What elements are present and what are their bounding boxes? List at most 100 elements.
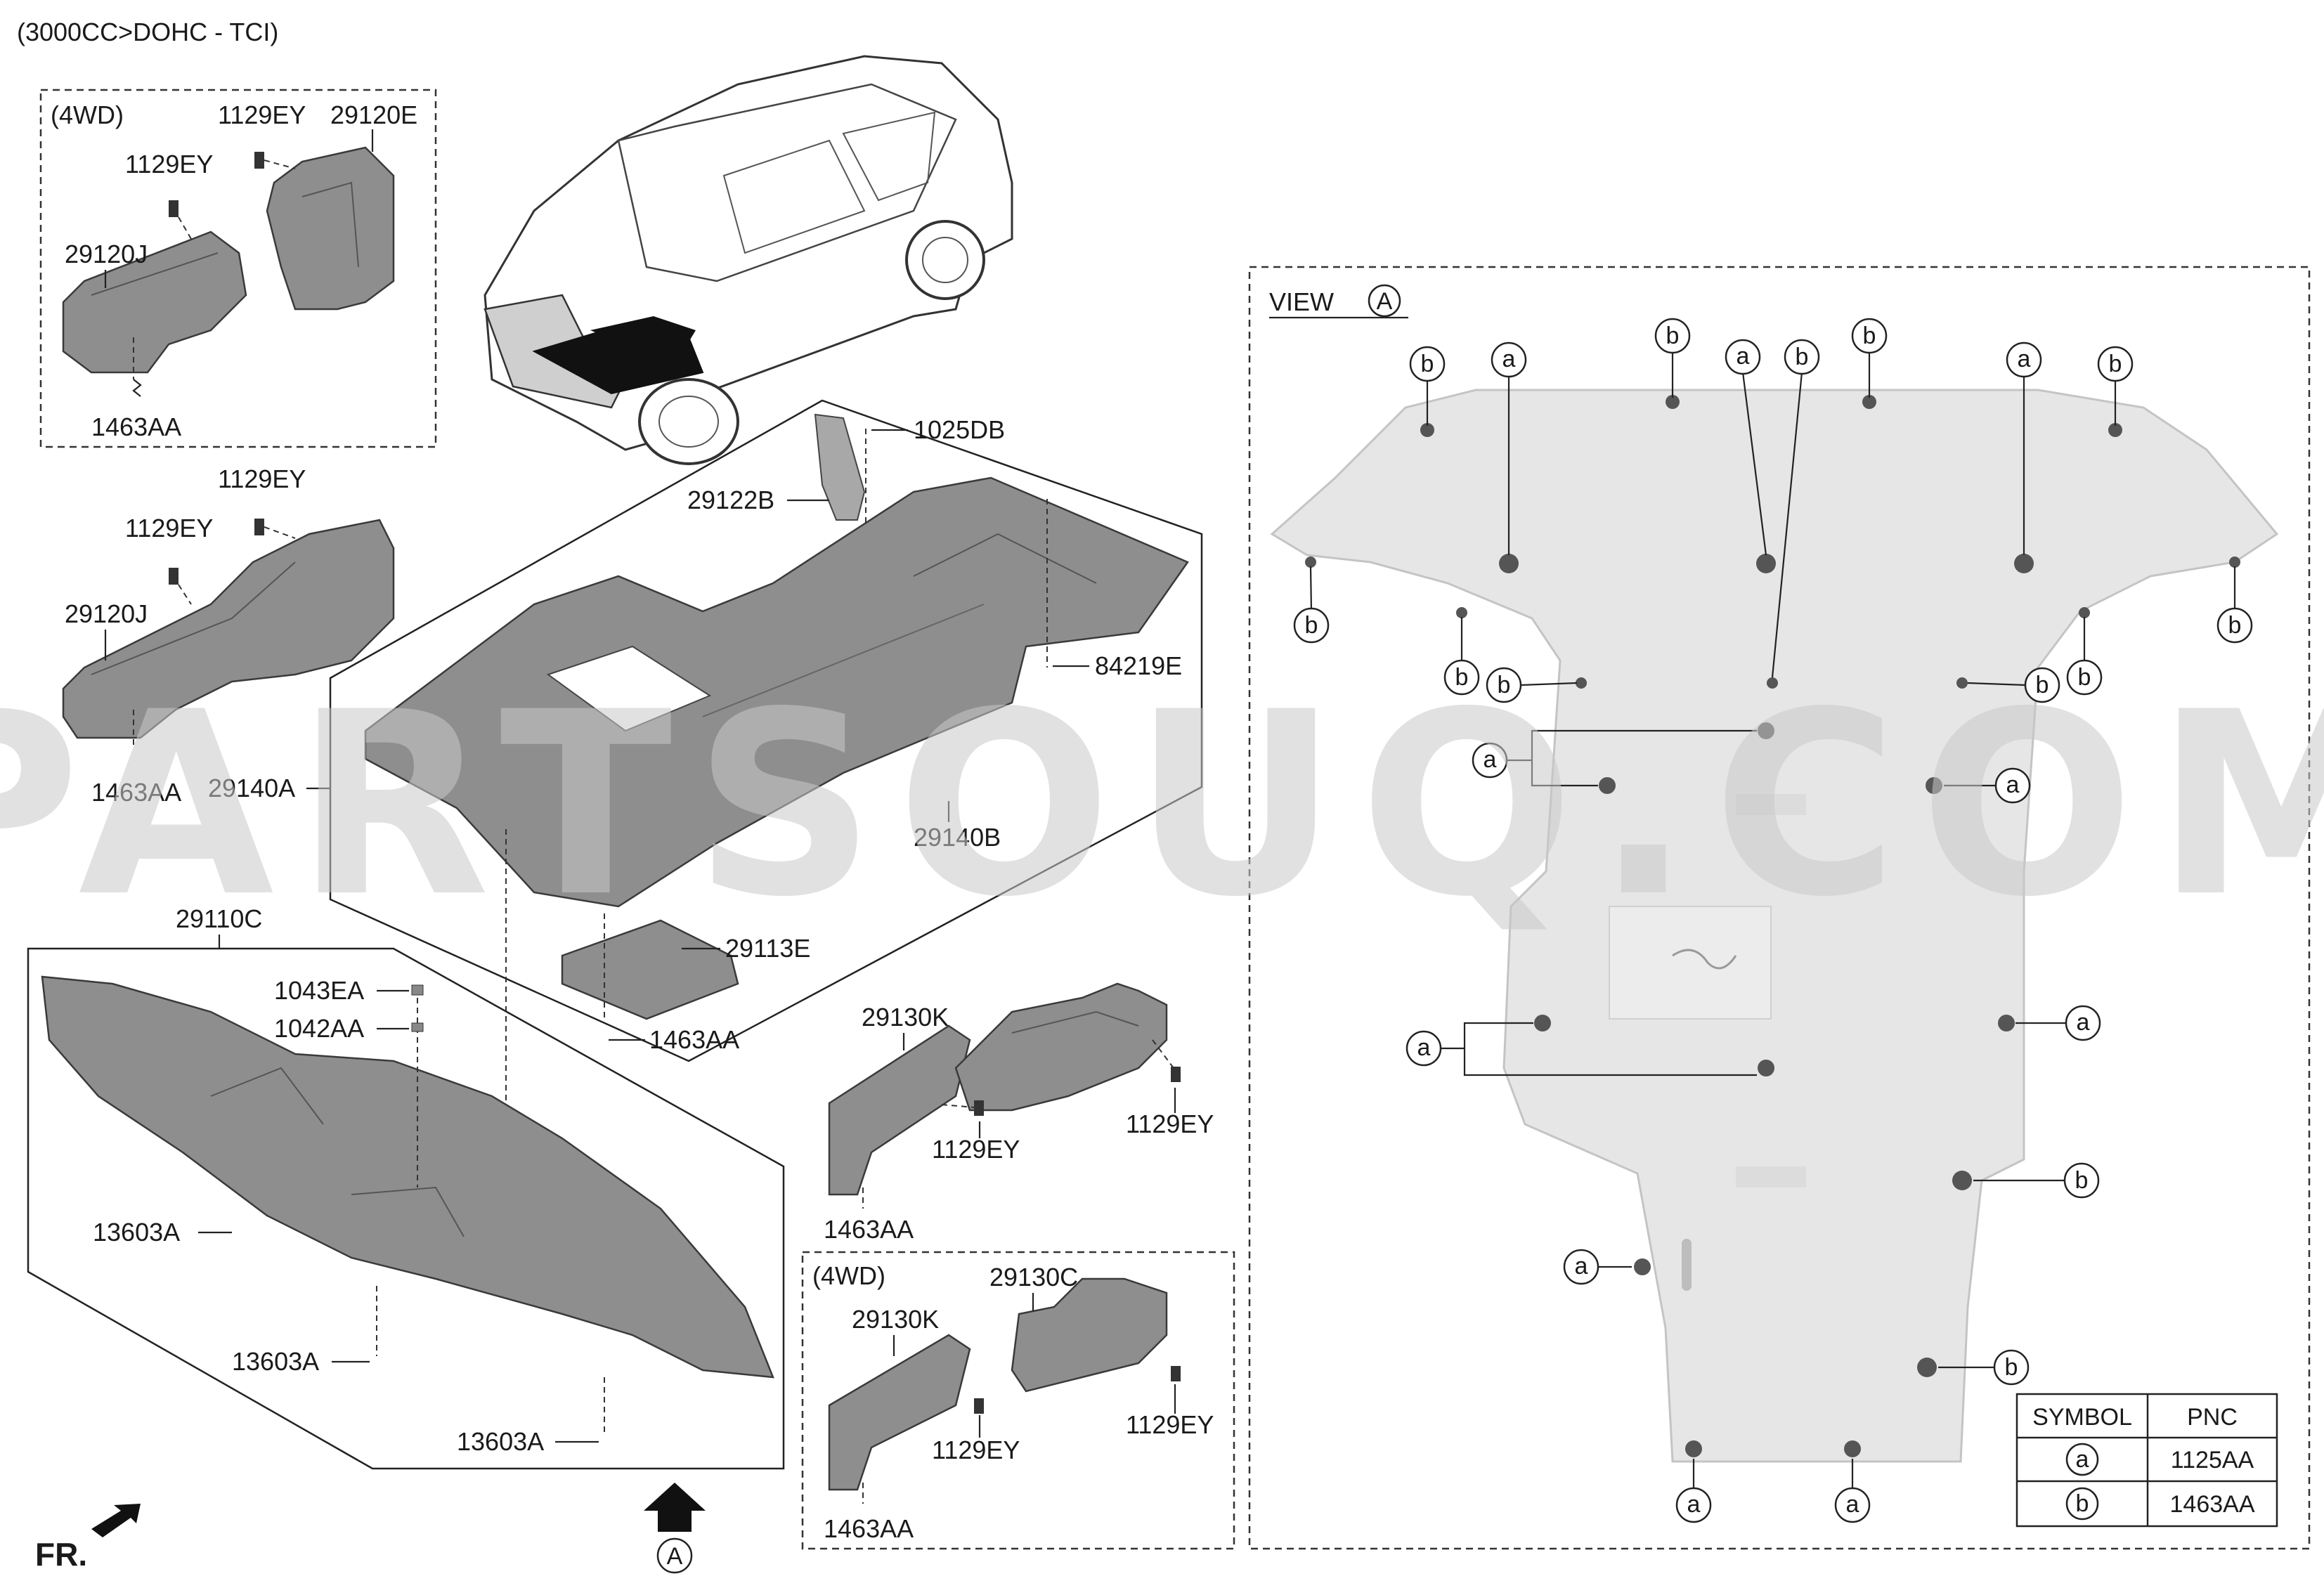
part-label-1129EY[interactable]: 1129EY: [1126, 1109, 1214, 1138]
callout-a[interactable]: a: [1491, 341, 1527, 378]
part-29113E-plate: [561, 919, 739, 1020]
part-label-1129EY[interactable]: 1129EY: [932, 1436, 1020, 1464]
callout-b[interactable]: b: [2066, 659, 2103, 696]
part-label-1129EY[interactable]: 1129EY: [125, 150, 213, 178]
legend-symbol-b-circle: [2065, 1487, 2099, 1521]
svg-text:b: b: [1421, 351, 1434, 377]
part-29122B-bracket: [814, 413, 866, 521]
part-29140A-undercover: [364, 476, 1189, 908]
group-label-4wd-lower: (4WD): [812, 1261, 885, 1290]
engine-spec-label: (3000CC>DOHC - TCI): [17, 18, 278, 46]
callout-b[interactable]: b: [1784, 339, 1820, 375]
legend-pnc-a[interactable]: 1125AA: [2171, 1447, 2254, 1473]
symbol-legend-table: SYMBOL PNC a 1125AA b 1463AA: [2015, 1393, 2278, 1528]
part-label-29120E[interactable]: 29120E: [330, 100, 417, 129]
bolt-icon-mid-1: [254, 519, 296, 539]
part-29130C-4wd: [1011, 1277, 1168, 1393]
part-label-1129EY[interactable]: 1129EY: [125, 514, 213, 542]
svg-text:a: a: [1417, 1034, 1431, 1061]
part-label-29140A[interactable]: 29140A: [208, 774, 295, 802]
callout-b[interactable]: b: [1293, 607, 1330, 644]
callout-a[interactable]: a: [1675, 1487, 1712, 1523]
part-label-29110C[interactable]: 29110C: [176, 904, 262, 933]
callout-a[interactable]: a: [2006, 341, 2042, 378]
front-direction-indicator: FR.: [35, 1504, 141, 1573]
callout-b[interactable]: b: [1409, 346, 1446, 382]
callout-a[interactable]: a: [1472, 742, 1508, 779]
svg-text:b: b: [2036, 672, 2049, 698]
up-arrow-icon: [644, 1483, 706, 1532]
group-box-4wd-upper: [39, 89, 437, 448]
part-label-13603A[interactable]: 13603A: [93, 1218, 180, 1247]
callout-b[interactable]: b: [1443, 659, 1480, 696]
svg-text:b: b: [1666, 323, 1680, 349]
part-label-1042AA[interactable]: 1042AA: [274, 1014, 364, 1043]
part-label-1463AA[interactable]: 1463AA: [824, 1514, 914, 1543]
part-label-29120J[interactable]: 29120J: [65, 599, 148, 628]
callout-a[interactable]: a: [1406, 1030, 1442, 1067]
callout-b[interactable]: b: [2024, 667, 2060, 703]
part-label-13603A[interactable]: 13603A: [457, 1427, 544, 1456]
svg-text:b: b: [2075, 1167, 2089, 1194]
legend-pnc-b[interactable]: 1463AA: [2170, 1491, 2255, 1518]
part-label-84219E[interactable]: 84219E: [1095, 651, 1182, 680]
part-label-1463AA[interactable]: 1463AA: [824, 1215, 914, 1244]
callout-a[interactable]: a: [1994, 767, 2031, 804]
part-label-29130K[interactable]: 29130K: [852, 1305, 939, 1334]
watermark-text: PARTSOUQ.COM: [0, 658, 2324, 952]
svg-text:b: b: [2228, 612, 2242, 639]
part-29120E-upper: [266, 146, 395, 311]
part-label-29120J[interactable]: 29120J: [65, 240, 148, 268]
part-29130K-heat-protector: [828, 982, 1168, 1196]
legend-symbol-a-circle: [2065, 1443, 2099, 1476]
part-label-29113E[interactable]: 29113E: [725, 934, 810, 963]
part-label-1129EY[interactable]: 1129EY: [218, 464, 306, 493]
callout-b[interactable]: b: [1654, 318, 1691, 354]
part-label-1463AA[interactable]: 1463AA: [91, 778, 181, 807]
legend-header-symbol: SYMBOL: [2032, 1404, 2132, 1431]
callout-a[interactable]: a: [1563, 1249, 1599, 1285]
washer-icon-1042AA: [411, 1022, 424, 1032]
part-label-1025DB[interactable]: 1025DB: [914, 415, 1005, 444]
part-label-29130C[interactable]: 29130C: [989, 1263, 1078, 1291]
part-label-1043EA[interactable]: 1043EA: [274, 976, 364, 1005]
part-label-1463AA[interactable]: 1463AA: [91, 412, 181, 441]
svg-text:b: b: [1796, 344, 1809, 370]
part-29130K-4wd: [828, 1334, 971, 1491]
svg-text:b: b: [2005, 1354, 2018, 1381]
svg-text:a: a: [1484, 746, 1497, 773]
callout-a[interactable]: a: [1725, 339, 1761, 375]
callout-b[interactable]: b: [2063, 1162, 2100, 1199]
svg-text:a: a: [1575, 1253, 1588, 1280]
part-label-13603A[interactable]: 13603A: [232, 1347, 319, 1376]
bolt-icon-4wd-2: [1171, 1366, 1181, 1381]
callout-b[interactable]: b: [1993, 1349, 2030, 1386]
group-frame-29140: [329, 399, 1203, 1062]
callout-b[interactable]: b: [1851, 318, 1888, 354]
callout-b[interactable]: b: [1486, 667, 1522, 703]
callout-a[interactable]: a: [2065, 1005, 2101, 1041]
part-29120J-lower: [62, 519, 395, 739]
part-label-1129EY[interactable]: 1129EY: [1126, 1410, 1214, 1439]
part-label-1463AA[interactable]: 1463AA: [649, 1025, 739, 1054]
legend-symbol-a: a: [2076, 1446, 2089, 1473]
svg-text:a: a: [1502, 346, 1516, 372]
front-arrow-icon: [91, 1504, 141, 1537]
anchor-marks-b: [1305, 395, 2240, 1377]
part-label-29122B[interactable]: 29122B: [687, 486, 774, 514]
callout-b[interactable]: b: [2216, 607, 2253, 644]
group-label-4wd-upper: (4WD): [51, 100, 124, 129]
part-label-29140B[interactable]: 29140B: [914, 823, 1001, 852]
part-label-1129EY[interactable]: 1129EY: [218, 100, 306, 129]
part-29120J-upper: [62, 230, 247, 374]
part-label-29130K[interactable]: 29130K: [862, 1003, 949, 1031]
svg-text:a: a: [1736, 343, 1750, 370]
part-label-1129EY[interactable]: 1129EY: [932, 1135, 1020, 1164]
view-a-marker[interactable]: [656, 1537, 693, 1574]
svg-text:a: a: [1687, 1491, 1701, 1518]
callout-b[interactable]: b: [2097, 346, 2134, 382]
callout-a[interactable]: a: [1834, 1487, 1871, 1523]
part-29110C-front-undercover: [41, 975, 774, 1379]
svg-text:b: b: [1455, 664, 1469, 691]
svg-text:b: b: [2078, 664, 2091, 691]
